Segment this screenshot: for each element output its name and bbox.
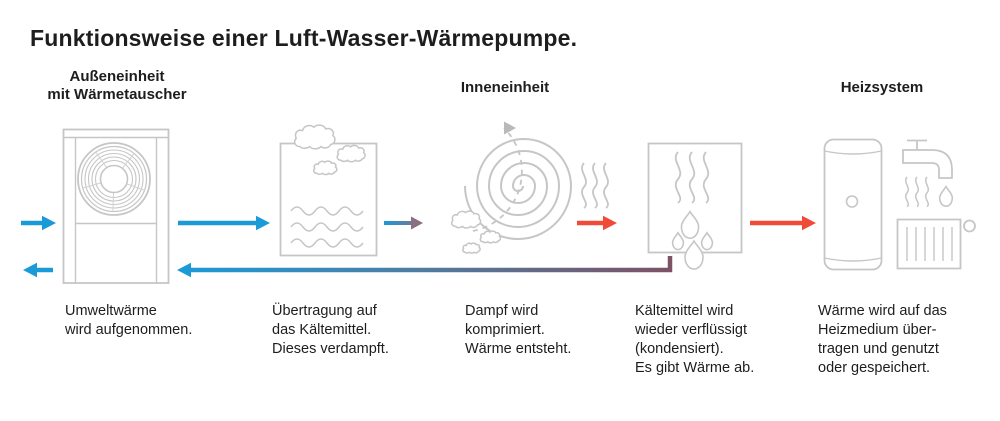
step-caption-evaporator: Übertragung auf das Kältemittel. Dieses … xyxy=(272,303,389,357)
airflow-out-arrow xyxy=(23,262,53,278)
diagram-title: Funktionsweise einer Luft-Wasser-Wärmepu… xyxy=(30,25,578,51)
radiator-icon xyxy=(896,218,976,270)
evaporator-cloud-water-icon xyxy=(279,124,378,257)
column-header-indoor-unit: Inneneinheit xyxy=(460,79,550,96)
cold-flow-arrow-unit-to-evaporator xyxy=(178,215,270,231)
compressor-rotation-dashed-arrow xyxy=(472,127,523,232)
step-caption-heating-system: Wärme wird auf das Heizmedium über- trag… xyxy=(818,303,947,376)
step-caption-condenser: Kältemittel wird wieder verflüssigt (kon… xyxy=(635,303,755,376)
compressor-spiral-icon xyxy=(451,121,609,254)
faucet-icon xyxy=(902,139,953,208)
outdoor-unit-fan-icon xyxy=(62,128,170,284)
hot-flow-arrow-compressor-to-condenser xyxy=(577,215,617,231)
condenser-droplets-icon xyxy=(647,142,743,270)
flow-arrow-evaporator-to-compressor xyxy=(384,216,423,230)
step-caption-outdoor-unit: Umweltwärme wird aufgenommen. xyxy=(65,303,193,338)
water-tank-icon xyxy=(823,138,883,271)
hot-flow-arrow-condenser-to-heating xyxy=(750,215,816,231)
airflow-in-arrow xyxy=(21,215,56,231)
column-header-heating-system: Heizsystem xyxy=(840,79,924,96)
heat-waves-icon xyxy=(581,162,609,209)
return-flow-arrow xyxy=(177,256,673,278)
column-header-outdoor-unit: Außeneinheit mit Wärmetauscher xyxy=(47,68,187,103)
step-caption-compressor: Dampf wird komprimiert. Wärme entsteht. xyxy=(465,303,572,357)
compressor-rotation-arrowhead xyxy=(504,121,516,135)
